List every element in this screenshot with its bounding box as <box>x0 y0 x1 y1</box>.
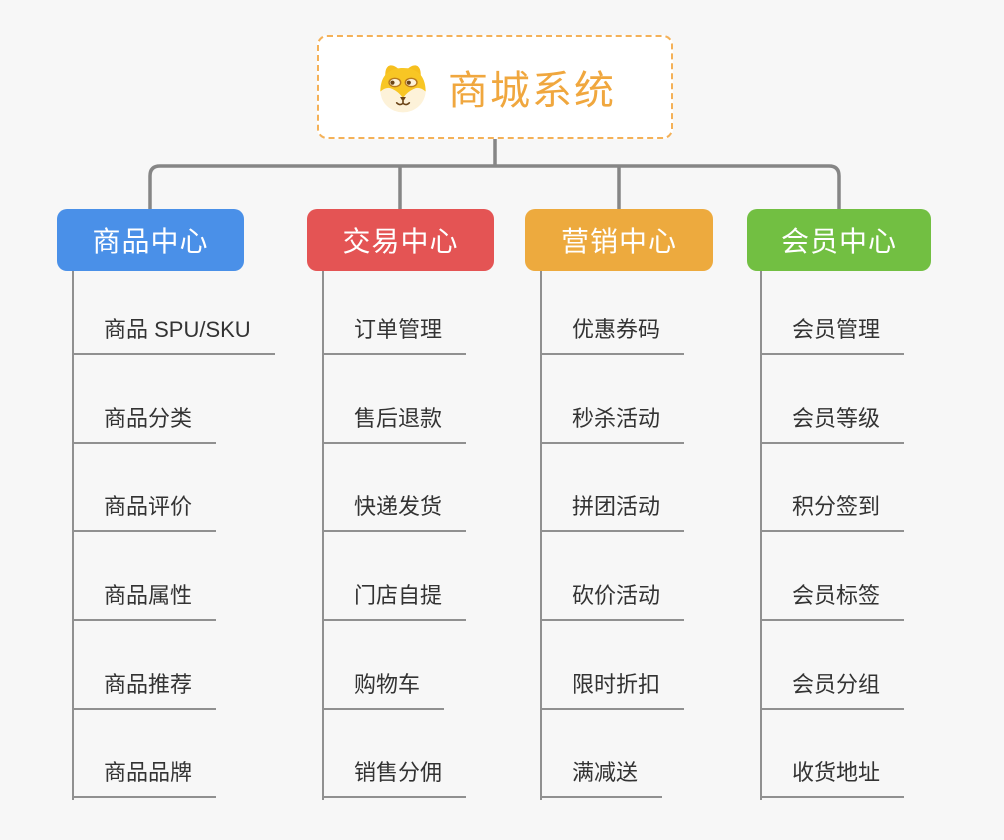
leaf-node[interactable]: 购物车 <box>322 670 445 710</box>
leaf-node[interactable]: 限时折扣 <box>540 670 685 710</box>
leaf-node[interactable]: 会员等级 <box>760 404 905 444</box>
leaf-node[interactable]: 订单管理 <box>322 315 467 355</box>
leaf-node[interactable]: 售后退款 <box>322 404 467 444</box>
branch-label: 会员中心 <box>780 226 897 257</box>
leaf-node[interactable]: 商品推荐 <box>72 670 217 710</box>
branch-node-trade-center[interactable]: 交易中心 <box>307 209 494 271</box>
connector-path <box>148 139 841 209</box>
branch-spine <box>540 271 542 800</box>
leaf-node[interactable]: 销售分佣 <box>322 758 467 798</box>
leaf-node[interactable]: 会员管理 <box>760 315 905 355</box>
branch-spine <box>72 271 74 800</box>
branch-label: 营销中心 <box>560 226 677 257</box>
leaf-node[interactable]: 商品品牌 <box>72 758 217 798</box>
leaf-node[interactable]: 收货地址 <box>760 758 905 798</box>
leaf-node[interactable]: 商品属性 <box>72 581 217 621</box>
branch-node-marketing-center[interactable]: 营销中心 <box>525 209 713 271</box>
root-node[interactable]: 商城系统 <box>317 35 673 139</box>
leaf-node[interactable]: 秒杀活动 <box>540 404 685 444</box>
dog-icon <box>380 65 426 113</box>
leaf-node[interactable]: 会员分组 <box>760 670 905 710</box>
branch-spine <box>322 271 324 800</box>
branch-label: 交易中心 <box>342 226 459 257</box>
leaf-node[interactable]: 会员标签 <box>760 581 905 621</box>
leaf-node[interactable]: 商品分类 <box>72 404 217 444</box>
branch-label: 商品中心 <box>92 226 209 257</box>
leaf-node[interactable]: 拼团活动 <box>540 492 685 532</box>
leaf-node[interactable]: 满减送 <box>540 758 663 798</box>
leaf-node[interactable]: 优惠券码 <box>540 315 685 355</box>
branch-node-member-center[interactable]: 会员中心 <box>747 209 931 271</box>
leaf-node[interactable]: 砍价活动 <box>540 581 685 621</box>
leaf-node[interactable]: 门店自提 <box>322 581 467 621</box>
branch-spine <box>760 271 762 800</box>
leaf-node[interactable]: 商品 SPU/SKU <box>72 315 275 355</box>
root-title: 商城系统 <box>448 69 616 113</box>
branch-node-product-center[interactable]: 商品中心 <box>57 209 244 271</box>
leaf-node[interactable]: 商品评价 <box>72 492 217 532</box>
leaf-node[interactable]: 积分签到 <box>760 492 905 532</box>
leaf-node[interactable]: 快递发货 <box>322 492 467 532</box>
